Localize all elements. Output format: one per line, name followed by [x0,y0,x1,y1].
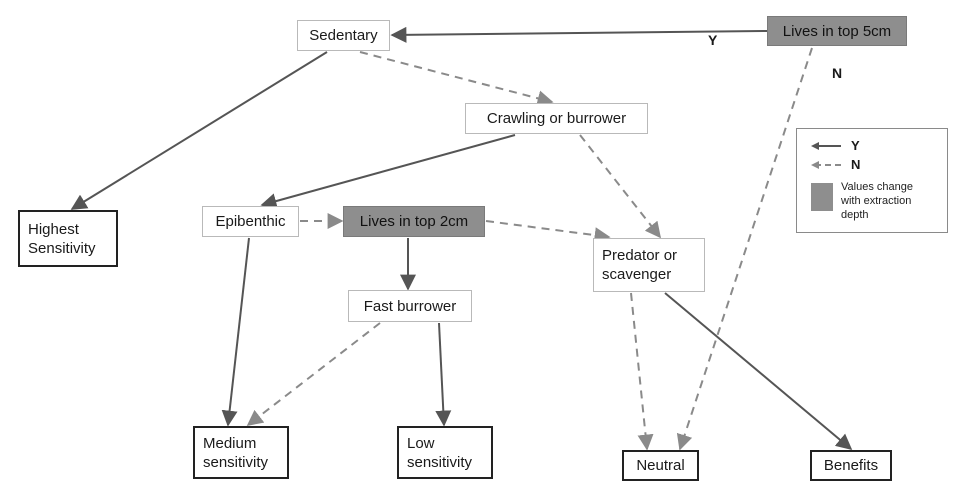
legend-yes-label: Y [851,138,860,153]
legend-no-label: N [851,157,861,172]
node-sedentary: Sedentary [297,20,390,51]
legend-dashed-arrow-icon [811,160,841,169]
edge-sedentary-to-highest-sensitivity [70,51,328,210]
edge-crawling-or-burrower-to-epibenthic [260,134,516,209]
node-lives-top-5cm: Lives in top 5cm [767,16,907,46]
edge-lives-top-5cm-to-sedentary [390,26,768,43]
edge-predator-or-scavenger-to-benefits [664,292,853,451]
outcome-neutral: Neutral [622,450,699,481]
node-lives-top-2cm: Lives in top 2cm [343,206,485,237]
outcome-highest-sensitivity: Highest Sensitivity [18,210,118,267]
edge-sedentary-to-crawling-or-burrower [359,51,554,107]
edge-lives-top-2cm-to-predator-or-scavenger [485,220,611,244]
legend-solid-arrow-icon [811,141,841,150]
node-fast-burrower: Fast burrower [348,290,472,322]
edge-epibenthic-to-medium-sensitivity [221,237,250,427]
legend-row-yes: Y [809,138,860,153]
outcome-low-sensitivity: Low sensitivity [397,426,493,479]
edge-fast-burrower-to-medium-sensitivity [246,322,381,426]
legend: Y N Values change with extraction depth [796,128,948,233]
edge-lives-top-5cm-to-neutral [676,47,813,451]
edge-fast-burrower-to-low-sensitivity [435,322,452,427]
legend-depth-label: Values change with extraction depth [841,181,913,221]
node-epibenthic: Epibenthic [202,206,299,237]
outcome-medium-sensitivity: Medium sensitivity [193,426,289,479]
outcome-benefits: Benefits [810,450,892,481]
edge-label-no: N [832,65,843,81]
legend-row-no: N [809,157,860,172]
edge-crawling-or-burrower-to-predator-or-scavenger [579,134,661,239]
edge-label-yes: Y [708,32,718,48]
node-crawling-or-burrower: Crawling or burrower [465,103,648,134]
edge-predator-or-scavenger-to-neutral [630,292,654,451]
legend-depth-swatch [811,183,833,211]
node-predator-or-scavenger: Predator or scavenger [593,238,705,292]
